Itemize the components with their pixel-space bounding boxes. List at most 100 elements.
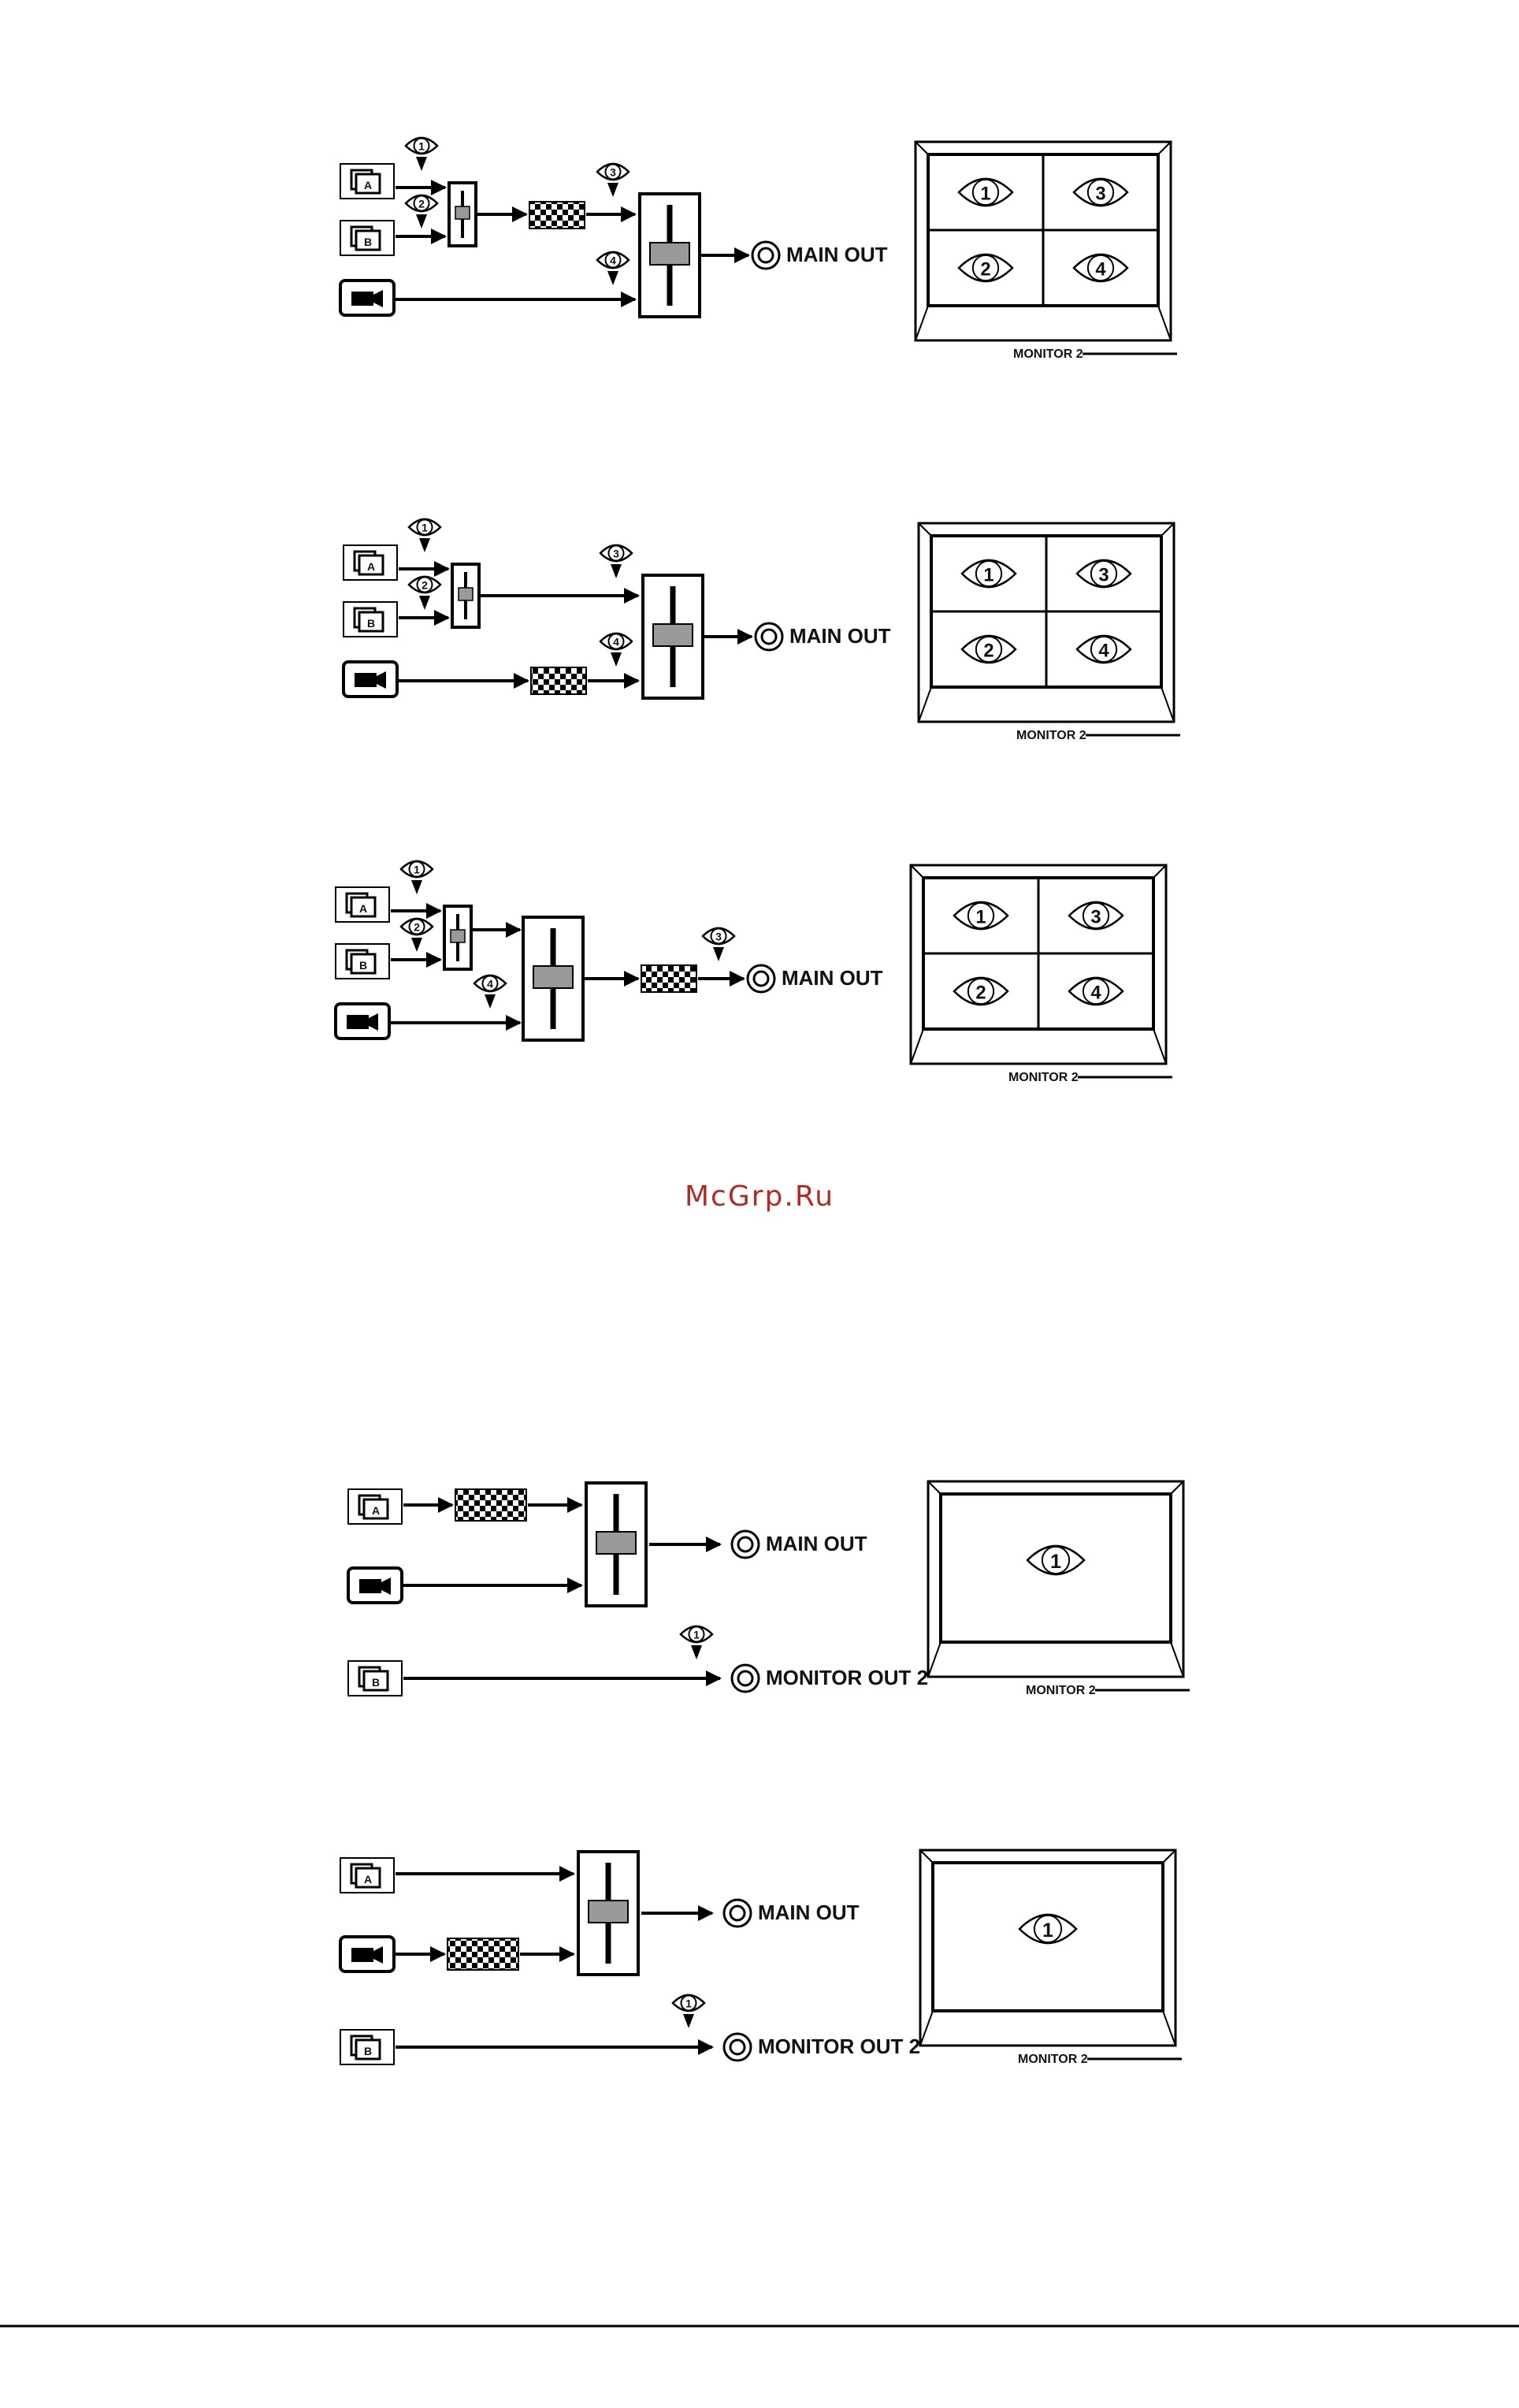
view-number: 1 bbox=[418, 140, 425, 153]
camera-icon[interactable] bbox=[336, 1004, 389, 1039]
eye-marker-icon: 3 bbox=[597, 164, 629, 180]
eye-marker-icon: 3 bbox=[600, 545, 632, 561]
main-out-label: MAIN OUT bbox=[766, 1532, 867, 1555]
source-label: B bbox=[359, 959, 367, 972]
source-label: B bbox=[367, 617, 375, 630]
monitor-output-jack-icon[interactable] bbox=[724, 2034, 751, 2061]
monitor-caption: MONITOR 2 bbox=[1026, 1684, 1096, 1697]
output-jack-icon[interactable] bbox=[732, 1531, 759, 1558]
pointer-icon bbox=[607, 183, 618, 197]
small-fader-icon[interactable] bbox=[452, 564, 479, 627]
camera-icon[interactable] bbox=[344, 662, 397, 697]
eye-marker-icon: 2 bbox=[406, 195, 437, 211]
main-out-label: MAIN OUT bbox=[789, 624, 891, 648]
view-number: 2 bbox=[975, 982, 986, 1003]
output-jack-icon[interactable] bbox=[724, 1900, 751, 1927]
monitor-caption: MONITOR 2 bbox=[1016, 729, 1086, 742]
eye-marker-icon: 1 bbox=[406, 138, 437, 154]
still-store-icon[interactable]: A bbox=[340, 164, 394, 199]
still-store-icon[interactable]: B bbox=[340, 2030, 394, 2064]
still-store-icon[interactable]: A bbox=[348, 1489, 402, 1524]
camera-icon[interactable] bbox=[348, 1568, 402, 1603]
view-number: 2 bbox=[414, 921, 420, 934]
fader-icon[interactable] bbox=[586, 1483, 646, 1606]
watermark: McGrp.Ru bbox=[685, 1180, 834, 1213]
camera-icon[interactable] bbox=[340, 281, 394, 315]
camera-icon[interactable] bbox=[340, 1937, 394, 1971]
pointer-icon bbox=[611, 564, 622, 578]
still-store-icon[interactable]: A bbox=[336, 887, 389, 922]
still-store-icon[interactable]: A bbox=[344, 545, 397, 580]
view-number: 1 bbox=[422, 522, 428, 534]
fader-icon[interactable] bbox=[643, 575, 703, 698]
eye-marker-icon: 4 bbox=[600, 634, 632, 649]
diagram-d5: ABMAIN OUT1MONITOR OUT 21MONITOR 2 bbox=[340, 1850, 1182, 2066]
source-label: B bbox=[364, 2045, 372, 2057]
main-out-label: MAIN OUT bbox=[786, 243, 888, 266]
eye-marker-icon: 4 bbox=[597, 252, 629, 268]
pointer-icon bbox=[416, 157, 427, 171]
monitor-output-jack-icon[interactable] bbox=[732, 1665, 759, 1692]
view-number: 1 bbox=[693, 1629, 700, 1641]
view-number: 1 bbox=[1042, 1919, 1053, 1942]
pointer-icon bbox=[411, 880, 422, 894]
small-fader-icon[interactable] bbox=[449, 183, 476, 246]
main-out-label: MAIN OUT bbox=[758, 1901, 860, 1924]
view-number: 4 bbox=[610, 255, 616, 267]
pointer-icon bbox=[419, 596, 430, 610]
pointer-icon bbox=[691, 1645, 702, 1659]
pointer-icon bbox=[416, 214, 427, 229]
still-store-icon[interactable]: A bbox=[340, 1858, 394, 1893]
output-jack-icon[interactable] bbox=[752, 242, 779, 269]
eye-marker-icon: 3 bbox=[703, 928, 734, 944]
view-number: 3 bbox=[1090, 906, 1101, 927]
view-number: 4 bbox=[613, 636, 619, 648]
still-store-icon[interactable]: B bbox=[348, 1661, 402, 1696]
view-number: 4 bbox=[487, 978, 493, 990]
still-store-icon[interactable]: B bbox=[344, 602, 397, 637]
view-number: 3 bbox=[610, 166, 616, 179]
monitor-caption: MONITOR 2 bbox=[1008, 1071, 1079, 1084]
view-number: 2 bbox=[418, 198, 425, 210]
pointer-icon bbox=[411, 938, 422, 952]
view-number: 3 bbox=[1098, 564, 1109, 585]
view-number: 4 bbox=[1098, 640, 1109, 661]
checker-effect-icon bbox=[455, 1489, 526, 1521]
view-number: 1 bbox=[685, 1997, 692, 2010]
eye-marker-icon: 1 bbox=[681, 1626, 712, 1642]
checker-effect-icon bbox=[448, 1938, 518, 1970]
view-number: 2 bbox=[983, 640, 993, 661]
eye-marker-icon: 1 bbox=[401, 861, 433, 877]
view-number: 3 bbox=[715, 931, 722, 943]
fader-icon[interactable] bbox=[640, 194, 700, 317]
view-number: 1 bbox=[980, 183, 990, 204]
monitor-icon: 1MONITOR 2 bbox=[928, 1481, 1190, 1697]
monitor-out-2-label: MONITOR OUT 2 bbox=[758, 2035, 920, 2058]
view-number: 1 bbox=[975, 906, 986, 927]
still-store-icon[interactable]: B bbox=[340, 221, 394, 255]
checker-effect-icon bbox=[529, 202, 585, 229]
pointer-icon bbox=[607, 271, 618, 285]
source-label: B bbox=[364, 236, 372, 248]
checker-effect-icon bbox=[641, 965, 696, 992]
still-store-icon[interactable]: B bbox=[336, 944, 389, 979]
view-number: 3 bbox=[613, 548, 619, 560]
fader-icon[interactable] bbox=[523, 917, 583, 1040]
output-jack-icon[interactable] bbox=[748, 965, 774, 992]
fader-icon[interactable] bbox=[578, 1852, 638, 1975]
source-label: B bbox=[372, 1676, 380, 1689]
pointer-icon bbox=[611, 652, 622, 667]
small-fader-icon[interactable] bbox=[444, 906, 471, 969]
eye-marker-icon: 2 bbox=[401, 919, 433, 935]
pointer-icon bbox=[485, 994, 496, 1009]
view-number: 1 bbox=[1050, 1551, 1061, 1573]
pointer-icon bbox=[683, 2014, 694, 2028]
pointer-icon bbox=[713, 947, 724, 961]
view-number: 4 bbox=[1090, 982, 1101, 1003]
output-jack-icon[interactable] bbox=[756, 623, 782, 650]
